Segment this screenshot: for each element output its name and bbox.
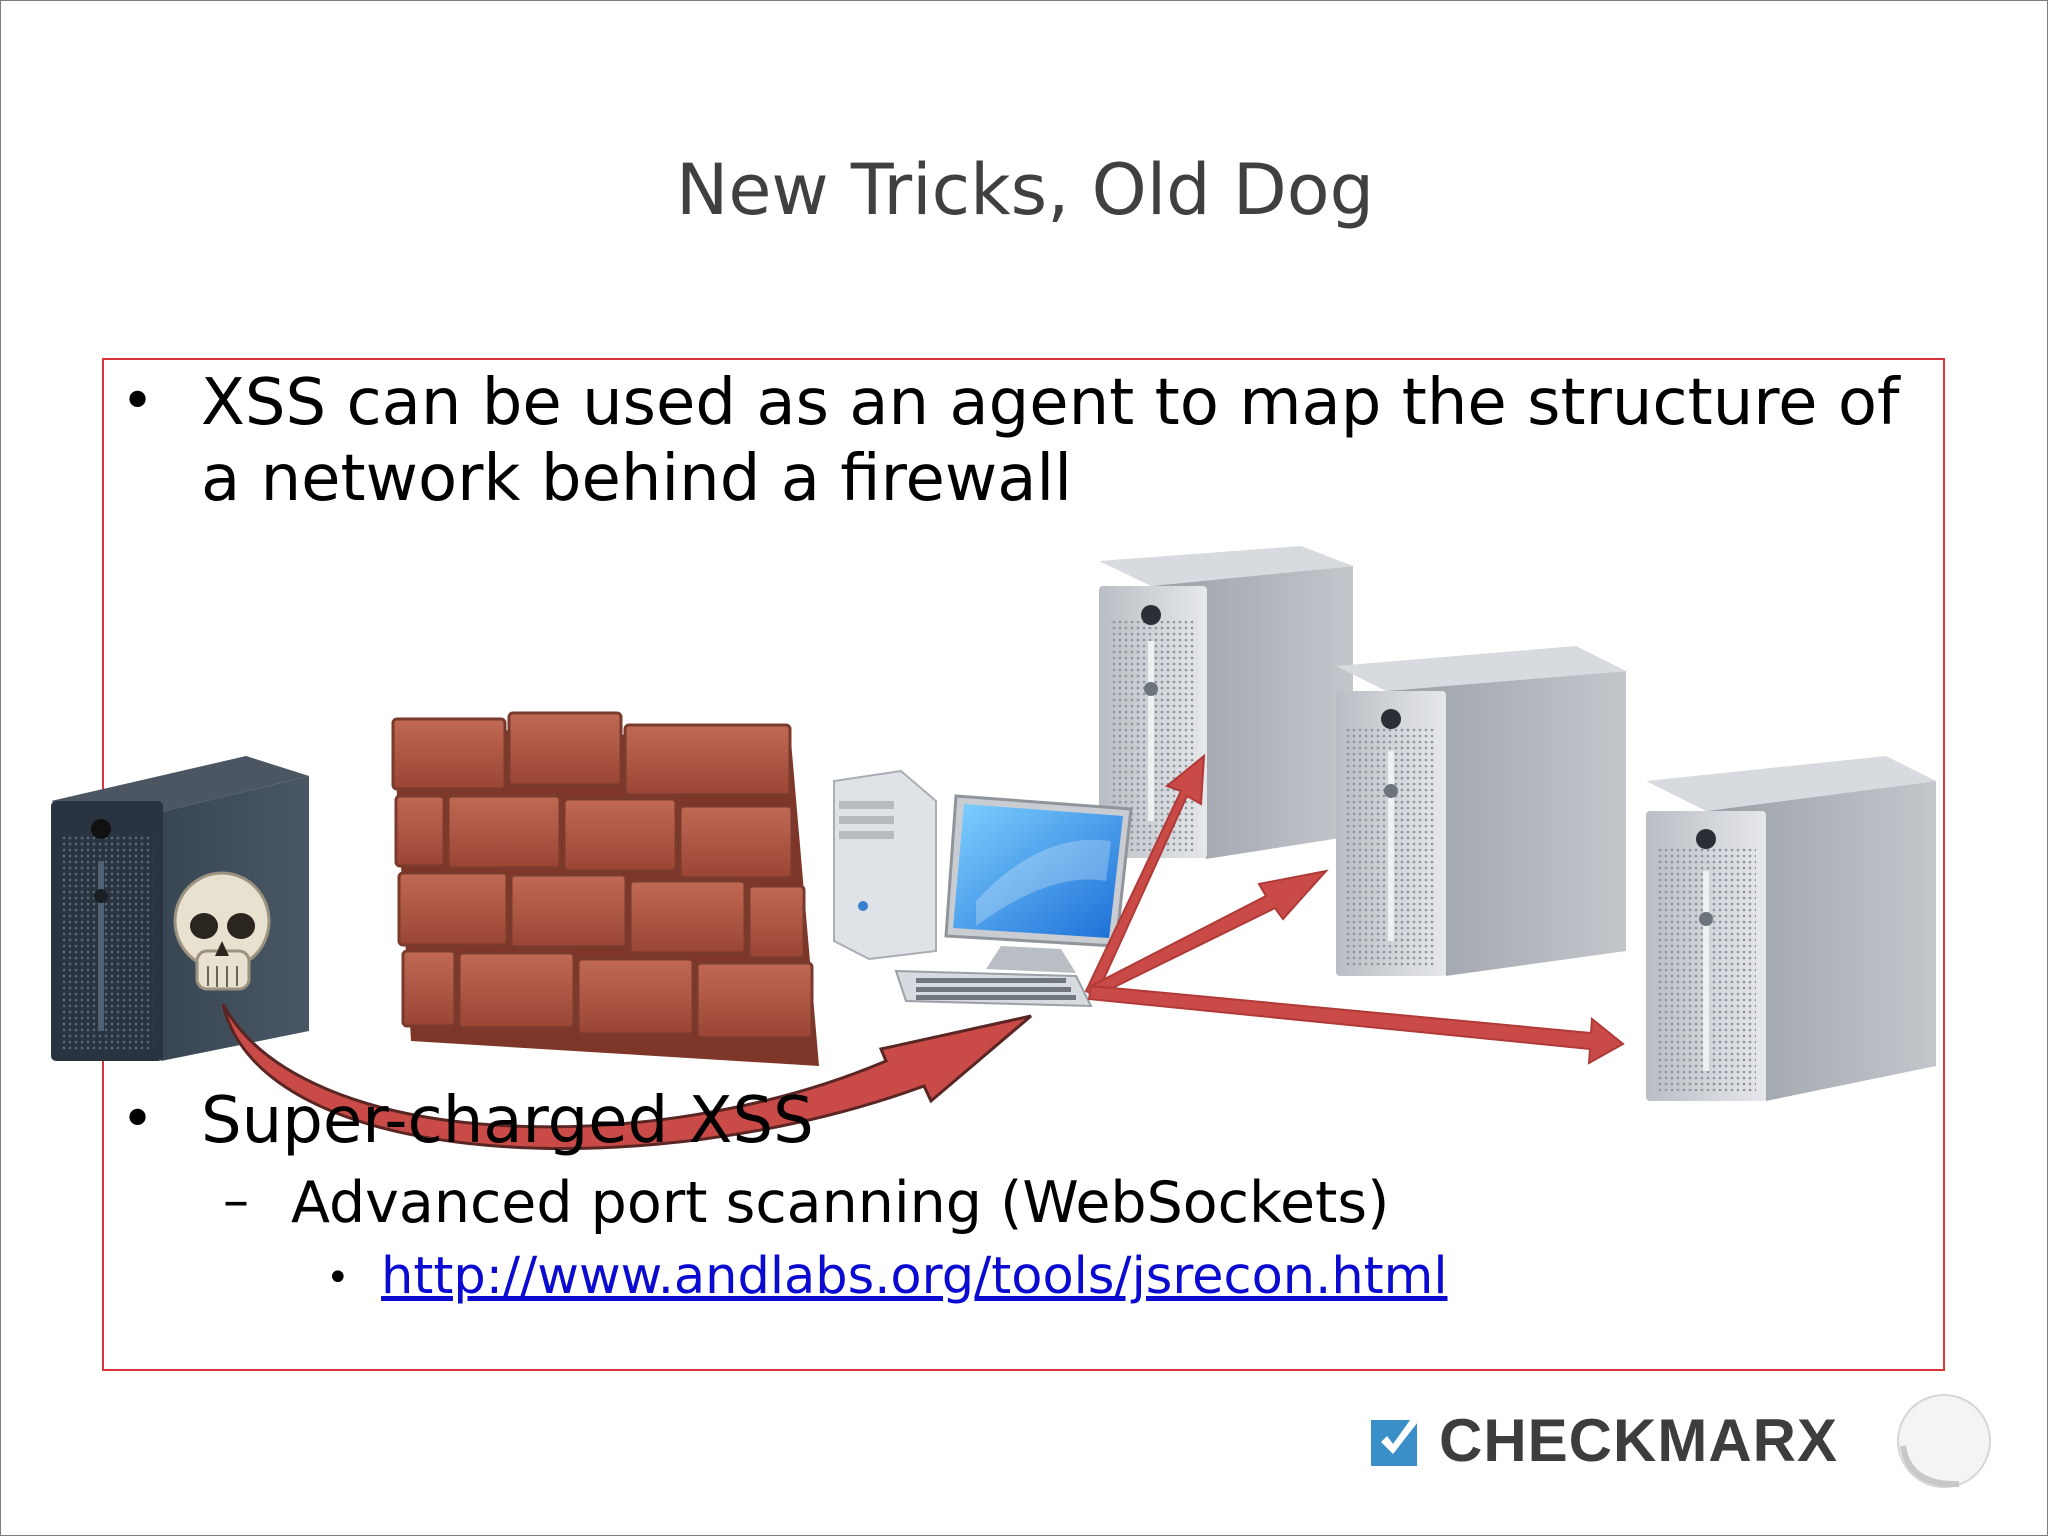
sub-sub-bullet-marker: •: [326, 1255, 350, 1301]
slide-title: New Tricks, Old Dog: [675, 149, 1375, 231]
check-logo-icon: [1371, 1416, 1421, 1466]
bullet-super-charged-xss: Super-charged XSS: [201, 1084, 814, 1158]
bullet-marker: •: [121, 369, 155, 434]
scan-arrows: [1084, 753, 1625, 1065]
corner-circle-icon: [1897, 1394, 1991, 1488]
server-icon: [1646, 756, 1936, 1101]
bullet-xss-agent: XSS can be used as an agent to map the s…: [201, 366, 1900, 516]
jsrecon-link[interactable]: http://www.andlabs.org/tools/jsrecon.htm…: [381, 1247, 1448, 1306]
desktop-computer-icon: [833, 769, 1133, 1008]
logo-text: CHECKMARX: [1439, 1407, 1838, 1474]
checkmarx-logo: CHECKMARX: [1369, 1406, 1899, 1476]
bullet-marker: •: [121, 1087, 155, 1152]
skull-icon: [173, 871, 271, 991]
brick-firewall-icon: [391, 711, 819, 1066]
server-icon: [1336, 646, 1626, 976]
sub-bullet-marker: –: [223, 1171, 249, 1231]
curved-attack-arrow: [221, 1003, 1032, 1150]
sub-bullet-port-scanning: Advanced port scanning (WebSockets): [291, 1170, 1390, 1236]
server-icon: [1099, 546, 1353, 859]
